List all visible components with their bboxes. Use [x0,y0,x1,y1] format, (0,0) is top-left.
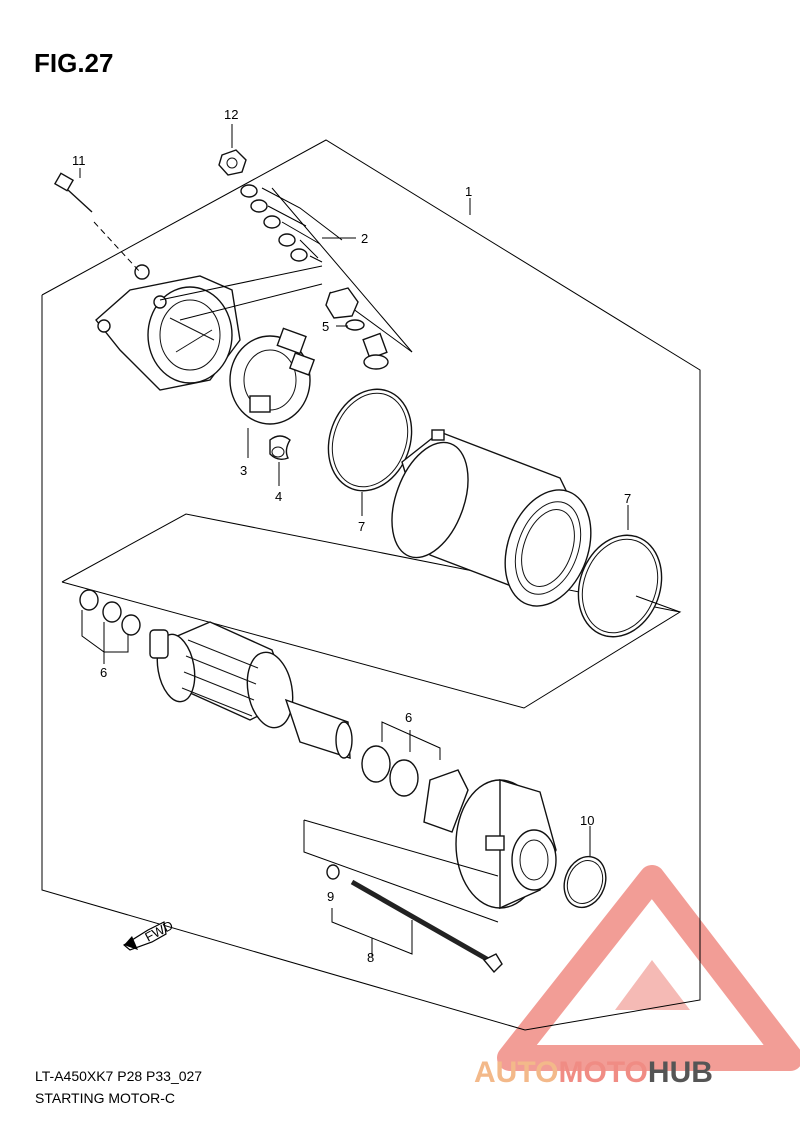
watermark-text-hub: HUB [648,1056,713,1089]
assembly-outline [41,139,701,1031]
brush-holder-part-3 [229,327,316,458]
callout-leaders [79,124,471,327]
washer-set-left-part-6 [79,589,141,664]
nut-part-12 [218,149,247,176]
fwd-arrow-icon: FWD [122,918,176,951]
watermark-logo [497,865,800,1071]
callout-4: 4 [275,489,282,504]
watermark-text-moto: MOTO [558,1056,647,1089]
callout-6-left: 6 [100,665,107,680]
o-ring-part-10 [563,826,607,909]
diagram-caption: STARTING MOTOR-C [35,1090,175,1106]
washer-set-part-2 [159,184,413,353]
callout-12: 12 [224,107,238,122]
watermark-text: AUTOMOTOHUB [474,1056,713,1089]
brush-spring-part-4 [269,435,291,486]
washer-set-right-part-6 [361,721,469,833]
drive-end-housing [455,779,557,910]
callout-3: 3 [240,463,247,478]
callout-2: 2 [361,231,368,246]
o-ring-upper-part-7 [327,388,413,516]
o-ring-part-9 [326,864,340,880]
figure-title: FIG.27 [34,48,114,78]
yoke-housing [391,429,592,607]
fwd-label: FWD [142,918,175,945]
callout-8: 8 [367,950,374,965]
callout-11: 11 [72,153,86,168]
end-cover [95,264,241,391]
o-ring-lower-part-7 [577,505,681,638]
svg-text:AUTOMOTOHUB: AUTOMOTOHUB [474,1056,713,1089]
terminal-nut [325,287,389,370]
armature [149,621,353,759]
through-bolts-part-8 [303,819,503,974]
bolt-part-11 [53,172,141,273]
callout-5: 5 [322,319,329,334]
watermark-text-auto: AUTO [474,1056,558,1089]
callout-7-upper: 7 [358,519,365,534]
callout-9: 9 [327,889,334,904]
callout-7-lower: 7 [624,491,631,506]
callout-10: 10 [580,813,594,828]
callout-6-right: 6 [405,710,412,725]
callout-1: 1 [465,184,472,199]
model-code: LT-A450XK7 P28 P33_027 [35,1068,203,1084]
